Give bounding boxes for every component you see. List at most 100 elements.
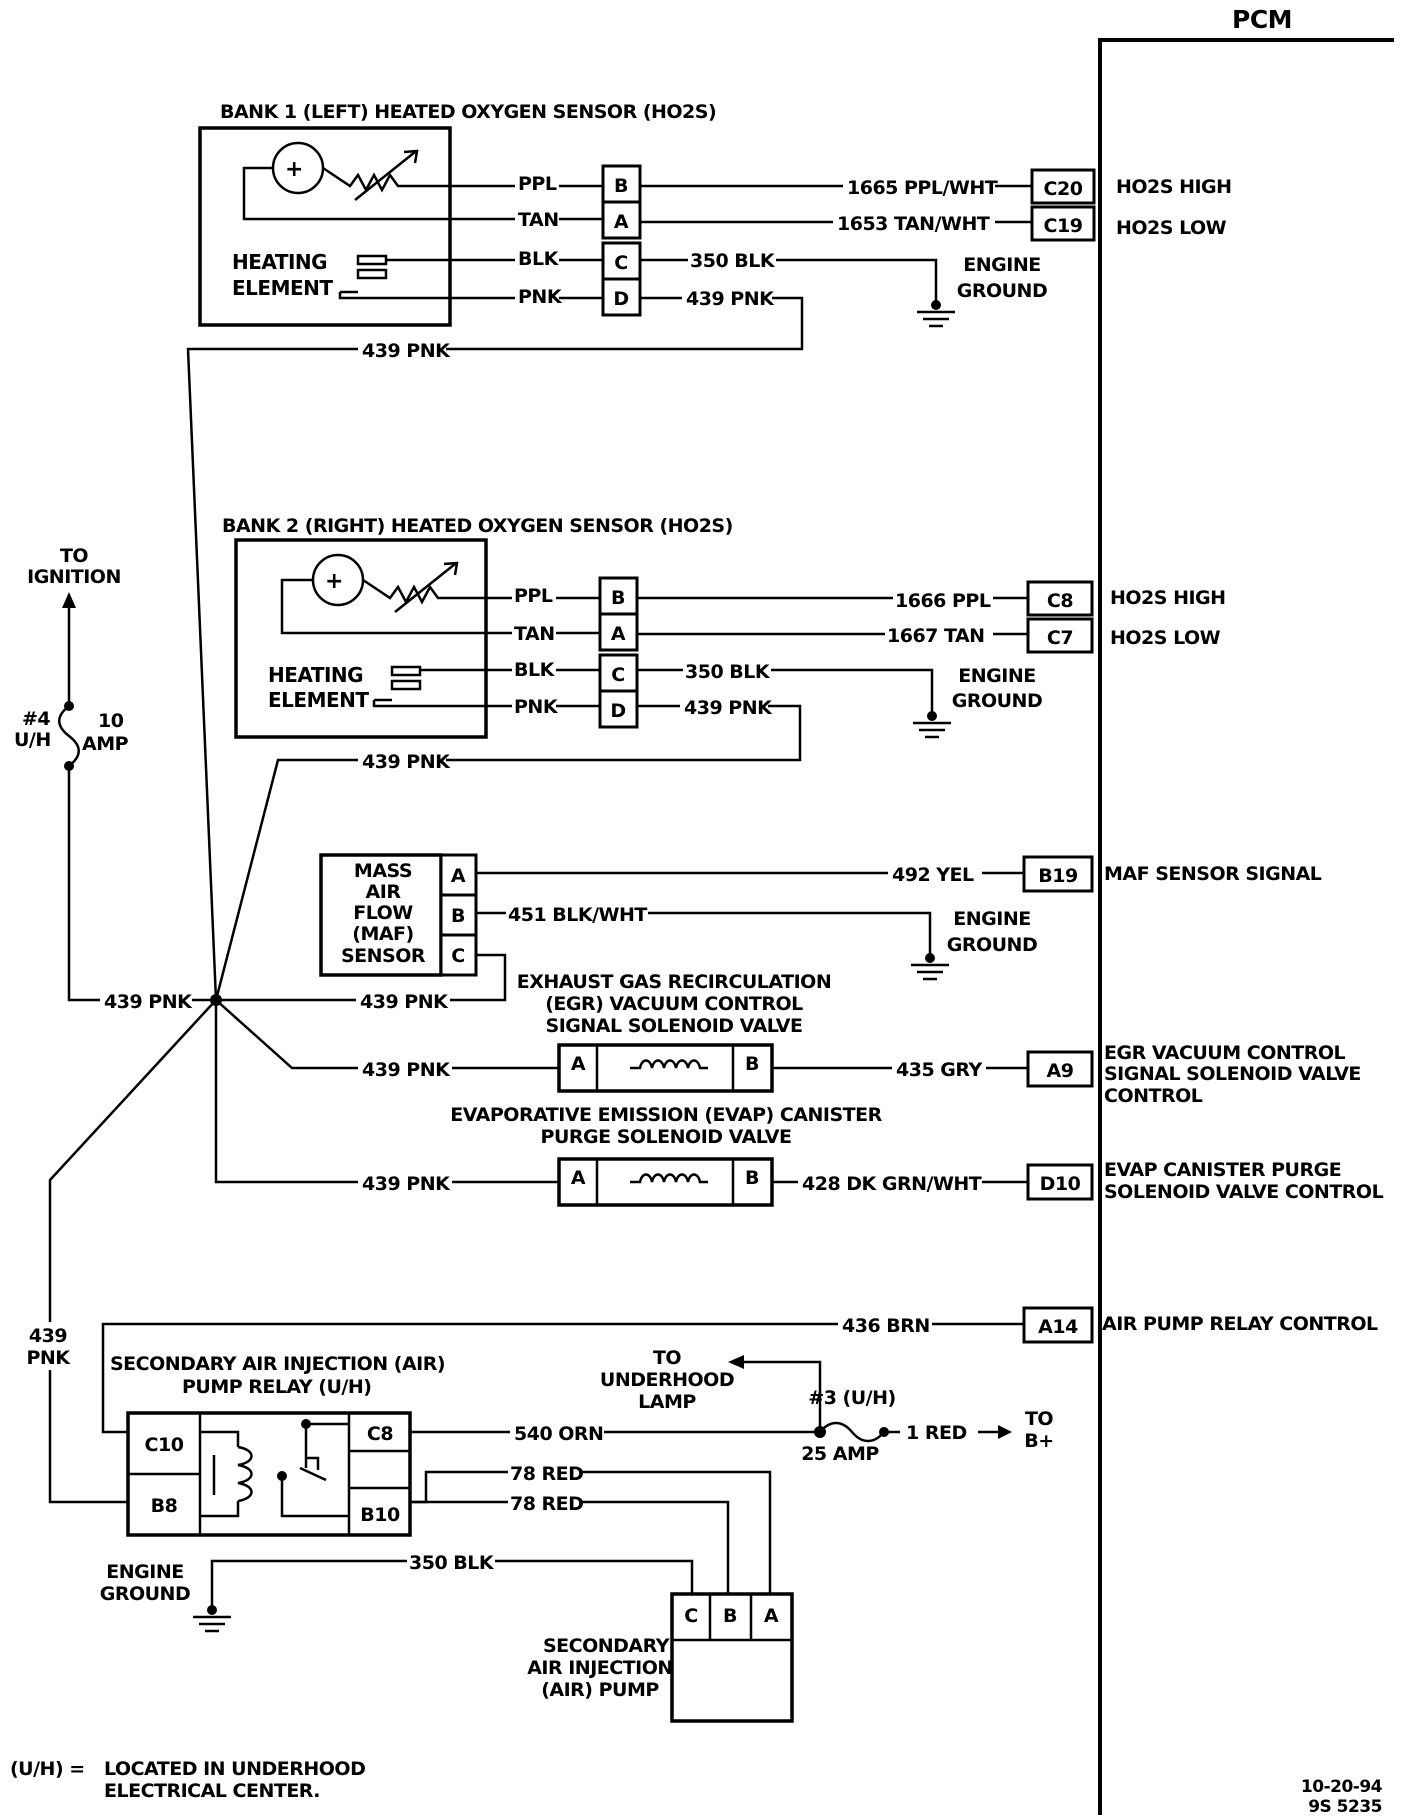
evap-pin-b: B bbox=[745, 1167, 759, 1189]
svg-text:C20: C20 bbox=[1044, 178, 1083, 200]
relay-wire-78-red-b: 78 RED bbox=[510, 1493, 583, 1515]
svg-text:B+: B+ bbox=[1024, 1430, 1053, 1452]
svg-text:PURGE SOLENOID VALVE: PURGE SOLENOID VALVE bbox=[541, 1126, 792, 1148]
relay-pin-c8: C8 bbox=[367, 1423, 393, 1445]
evap-signal-label: EVAP CANISTER PURGE bbox=[1104, 1159, 1341, 1181]
svg-text:A14: A14 bbox=[1038, 1316, 1078, 1338]
bank1-pin-b: B bbox=[614, 175, 628, 197]
pump-ground-label: ENGINE bbox=[106, 1561, 183, 1583]
pcm-module: PCM bbox=[1098, 5, 1394, 1815]
footnote-text: LOCATED IN UNDERHOOD bbox=[104, 1758, 365, 1780]
relay-signal-label: AIR PUMP RELAY CONTROL bbox=[1102, 1313, 1378, 1335]
maf-wire-feed: 439 PNK bbox=[360, 991, 449, 1013]
maf-wire-signal: 492 YEL bbox=[892, 864, 974, 886]
pcm-title: PCM bbox=[1232, 5, 1292, 34]
bank2-wire-ppl: PPL bbox=[514, 585, 553, 607]
bank2-heating-label: HEATING bbox=[268, 663, 363, 687]
evap-pin-a: A bbox=[571, 1167, 586, 1189]
svg-text:GROUND: GROUND bbox=[957, 280, 1047, 302]
bank2-ground-symbol bbox=[913, 721, 951, 739]
maf-wire-ground: 451 BLK/WHT bbox=[508, 904, 647, 926]
bank2-wire-high: 1666 PPL bbox=[895, 590, 991, 612]
svg-text:FLOW: FLOW bbox=[353, 902, 413, 924]
bank1-pin-c: C bbox=[614, 252, 627, 274]
svg-text:C19: C19 bbox=[1044, 215, 1083, 237]
bank2-wire-ground: 350 BLK bbox=[685, 661, 771, 683]
bank2-ho2s: BANK 2 (RIGHT) HEATED OXYGEN SENSOR (HO2… bbox=[214, 515, 1226, 1001]
maf-pin-a: A bbox=[451, 865, 466, 887]
svg-text:SOLENOID VALVE CONTROL: SOLENOID VALVE CONTROL bbox=[1104, 1181, 1384, 1203]
diagram-date: 10-20-94 bbox=[1301, 1777, 1383, 1797]
bank2-wire-blk: BLK bbox=[514, 659, 556, 681]
fuse-4-label: #4 bbox=[22, 708, 50, 730]
fuse-4-symbol bbox=[58, 705, 80, 767]
bank1-wire-ppl: PPL bbox=[518, 173, 557, 195]
bank1-heating-label: HEATING bbox=[232, 250, 327, 274]
bank2-title: BANK 2 (RIGHT) HEATED OXYGEN SENSOR (HO2… bbox=[222, 515, 733, 537]
relay-wire-red: 1 RED bbox=[906, 1422, 967, 1444]
bank1-wire-ground: 350 BLK bbox=[690, 250, 776, 272]
bank1-wire-heater: 439 PNK bbox=[686, 288, 775, 310]
evap-solenoid: EVAPORATIVE EMISSION (EVAP) CANISTER PUR… bbox=[214, 1000, 1384, 1207]
egr-title: EXHAUST GAS RECIRCULATION bbox=[517, 971, 831, 993]
pump-pin-a: A bbox=[764, 1605, 779, 1627]
bank1-signal-low: HO2S LOW bbox=[1116, 217, 1227, 239]
egr-pin-a: A bbox=[571, 1053, 586, 1075]
svg-text:ELECTRICAL CENTER.: ELECTRICAL CENTER. bbox=[104, 1780, 320, 1802]
relay-title: SECONDARY AIR INJECTION (AIR) bbox=[110, 1353, 445, 1375]
bank2-connector: B A C D bbox=[598, 576, 639, 729]
svg-text:AIR INJECTION: AIR INJECTION bbox=[527, 1657, 673, 1679]
svg-text:U/H: U/H bbox=[14, 729, 51, 751]
relay-wire-control: 436 BRN bbox=[842, 1315, 930, 1337]
bank1-signal-high: HO2S HIGH bbox=[1116, 176, 1232, 198]
bank1-pcm-c19 bbox=[1030, 205, 1096, 242]
bank1-wire-feed: 439 PNK bbox=[362, 340, 451, 362]
maf-ground-symbol bbox=[911, 963, 949, 981]
pump-label: SECONDARY bbox=[543, 1635, 670, 1657]
svg-text:AIR: AIR bbox=[366, 881, 402, 903]
bank1-wire-high: 1665 PPL/WHT bbox=[847, 177, 998, 199]
egr-coil-symbol bbox=[630, 1059, 708, 1070]
bank1-wire-tan: TAN bbox=[518, 209, 559, 231]
pump-ground-symbol bbox=[193, 1615, 231, 1633]
relay-feed-label: 439 bbox=[29, 1325, 67, 1347]
bank1-wire-blk: BLK bbox=[518, 248, 560, 270]
svg-text:CONTROL: CONTROL bbox=[1104, 1085, 1203, 1107]
relay-coil-symbol bbox=[200, 1430, 253, 1518]
svg-text:B19: B19 bbox=[1038, 865, 1077, 887]
relay-pin-c10: C10 bbox=[145, 1434, 184, 1456]
evap-coil-symbol bbox=[630, 1173, 708, 1184]
bank1-heating-label2: ELEMENT bbox=[232, 276, 333, 300]
bank2-pcm-c8 bbox=[1026, 580, 1094, 617]
svg-text:+: + bbox=[325, 569, 343, 594]
air-pump-relay: 439 PNK 436 BRN A14 AIR PUMP RELAY CONTR… bbox=[22, 999, 1379, 1594]
bank1-pin-d: D bbox=[613, 288, 628, 310]
bank1-ho2s: BANK 1 (LEFT) HEATED OXYGEN SENSOR (HO2S… bbox=[186, 101, 1232, 1001]
maf-label: MASS bbox=[354, 860, 412, 882]
air-pump: 350 BLK ENGINE GROUND C B A SECONDARY AI… bbox=[100, 1550, 794, 1723]
ignition-wire-feed: 439 PNK bbox=[104, 991, 193, 1013]
evap-wire-feed: 439 PNK bbox=[362, 1173, 451, 1195]
egr-wire-control: 435 GRY bbox=[896, 1059, 982, 1081]
bank2-pin-c: C bbox=[611, 664, 624, 686]
svg-text:GROUND: GROUND bbox=[100, 1583, 190, 1605]
egr-wire-feed: 439 PNK bbox=[362, 1059, 451, 1081]
svg-text:GROUND: GROUND bbox=[952, 690, 1042, 712]
maf-pin-c: C bbox=[451, 945, 464, 967]
pump-pin-b: B bbox=[723, 1605, 737, 1627]
svg-text:C8: C8 bbox=[1047, 590, 1073, 612]
svg-text:SIGNAL SOLENOID VALVE: SIGNAL SOLENOID VALVE bbox=[546, 1015, 803, 1037]
bank1-pcm-c20 bbox=[1030, 168, 1096, 205]
svg-text:SENSOR: SENSOR bbox=[341, 945, 426, 967]
egr-pin-b: B bbox=[745, 1053, 759, 1075]
fuse-3-symbol bbox=[819, 1421, 885, 1443]
bank2-pin-d: D bbox=[610, 700, 625, 722]
bank2-pin-a: A bbox=[611, 623, 626, 645]
svg-text:10: 10 bbox=[98, 710, 124, 732]
bank2-wire-low: 1667 TAN bbox=[887, 625, 985, 647]
svg-text:A9: A9 bbox=[1047, 1060, 1074, 1082]
relay-pcm-a14 bbox=[1022, 1306, 1094, 1344]
svg-text:(AIR) PUMP: (AIR) PUMP bbox=[541, 1679, 659, 1701]
bank2-signal-high: HO2S HIGH bbox=[1110, 587, 1226, 609]
bank2-ground-label: ENGINE bbox=[958, 665, 1035, 687]
